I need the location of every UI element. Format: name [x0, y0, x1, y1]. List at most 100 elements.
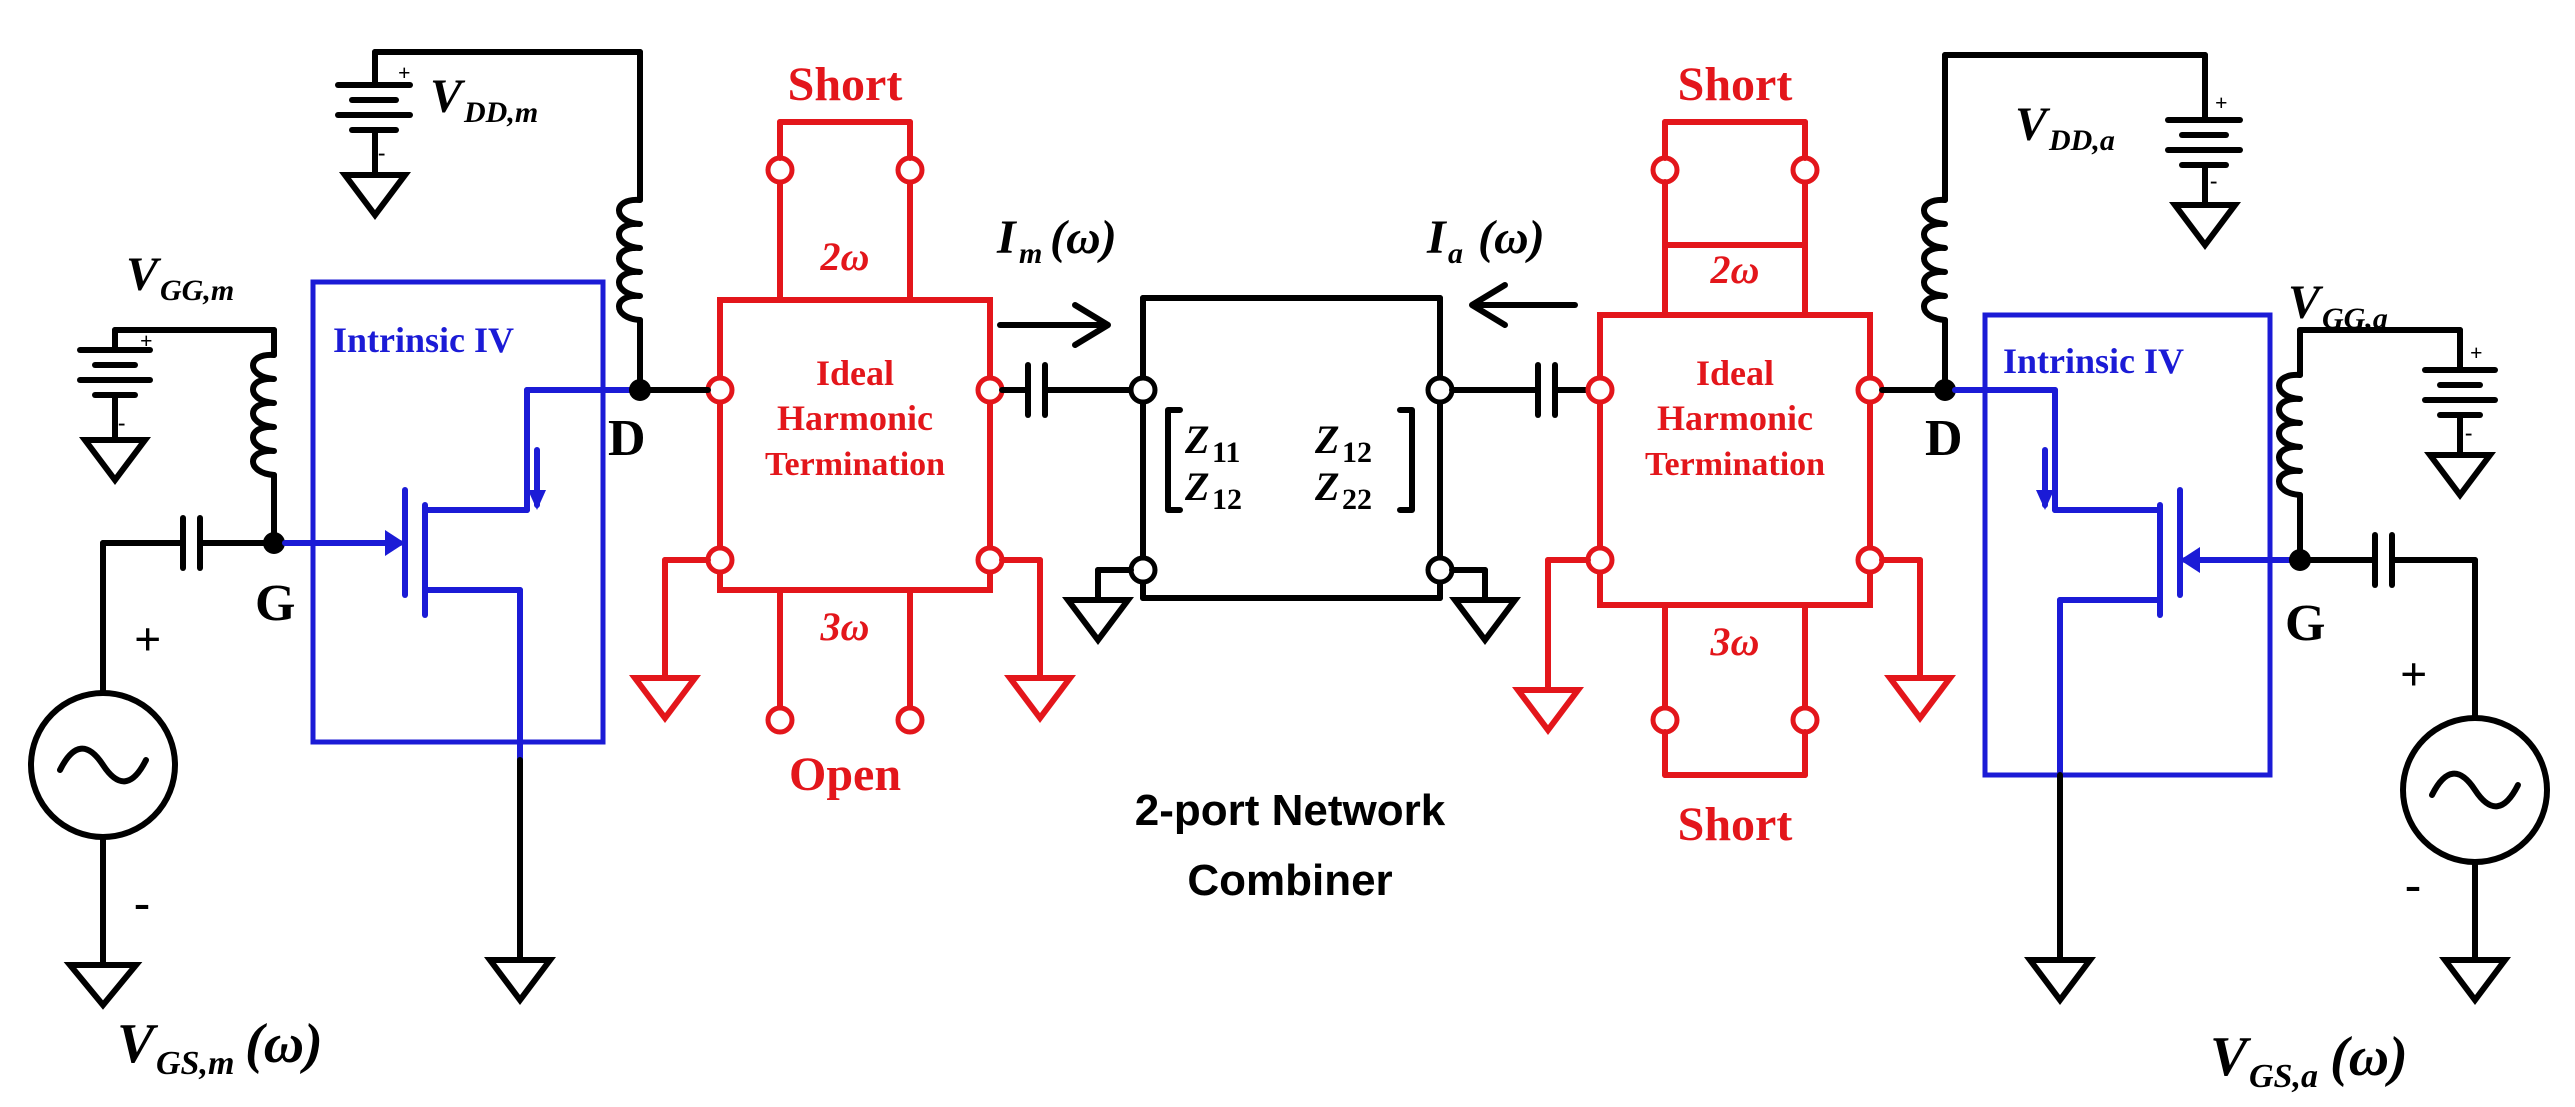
svg-text:3ω: 3ω — [1710, 619, 1760, 664]
svg-text:Harmonic: Harmonic — [1657, 398, 1813, 438]
svg-text:GG,m: GG,m — [160, 274, 234, 307]
ground-icon — [1449, 597, 1521, 645]
svg-text:GS,a: GS,a — [2249, 1058, 2318, 1095]
ground-icon — [63, 952, 143, 1010]
vgg-aux-label: V GG,a — [2288, 276, 2388, 335]
svg-text:Z: Z — [1184, 417, 1209, 462]
svg-text:V: V — [430, 70, 466, 123]
svg-text:2ω: 2ω — [1710, 247, 1760, 292]
svg-text:I: I — [1426, 211, 1448, 264]
intrinsic-iv-label: Intrinsic IV — [333, 320, 514, 360]
gate-inductor — [250, 351, 277, 478]
aux-gate-source: + - — [2400, 557, 2550, 1005]
two-port-network: Z 11 Z 12 Z 12 Z 22 2-port Network Combi… — [1062, 295, 1521, 905]
svg-text:GG,a: GG,a — [2322, 302, 2388, 335]
svg-text:-: - — [118, 410, 125, 435]
minus-sign: - — [2405, 858, 2421, 911]
aux-amplifier: I a (ω) Ideal Harmonic Termination 2ω — [1426, 52, 2550, 1095]
svg-text:(ω): (ω) — [1478, 211, 1545, 264]
svg-text:11: 11 — [1212, 436, 1240, 469]
intrinsic-iv-label: Intrinsic IV — [2003, 341, 2184, 381]
svg-text:Ideal: Ideal — [816, 353, 894, 393]
dc-block-capacitor — [180, 515, 203, 571]
gate-inductor — [2276, 371, 2303, 498]
svg-text:22: 22 — [1342, 483, 1372, 516]
svg-text:(ω): (ω) — [1050, 211, 1117, 264]
main-harmonic-termination: Ideal Harmonic Termination 2ω Short 3ω O… — [629, 58, 1076, 801]
z-matrix: Z 11 Z 12 Z 12 Z 22 — [1165, 407, 1415, 516]
fet-transistor-icon — [282, 387, 643, 763]
sine-wave-icon — [57, 745, 149, 785]
svg-text:I: I — [996, 211, 1018, 264]
open-label: Open — [789, 748, 901, 801]
vgs-aux-label: V GS,a (ω) — [2210, 1026, 2408, 1095]
vgs-main-label: V GS,m (ω) — [117, 1013, 323, 1082]
svg-text:DD,m: DD,m — [463, 96, 538, 129]
plus-sign: + — [134, 613, 161, 666]
short-label: Short — [1678, 58, 1793, 111]
svg-text:-: - — [378, 140, 385, 165]
ground-icon — [2024, 957, 2096, 1005]
drain-battery-icon: + - — [2165, 90, 2243, 193]
ground-icon — [79, 437, 151, 485]
drain-inductor — [616, 196, 643, 323]
svg-text:(ω): (ω) — [245, 1013, 323, 1075]
main-current-arrow — [997, 302, 1111, 348]
main-amplifier: + - G + - — [28, 49, 1133, 1082]
svg-text:Ideal: Ideal — [1696, 353, 1774, 393]
svg-text:Z: Z — [1314, 417, 1339, 462]
intrinsic-iv-box — [1982, 312, 2273, 778]
short-label-bottom: Short — [1678, 798, 1793, 851]
svg-text:a: a — [1448, 237, 1463, 270]
ground-icon — [339, 172, 411, 220]
svg-text:DD,a: DD,a — [2048, 124, 2115, 157]
gate-battery-icon: + - — [2422, 340, 2498, 445]
ground-icon — [2439, 957, 2511, 1005]
vgg-main-label: V GG,m — [126, 248, 234, 307]
svg-text:V: V — [2210, 1026, 2252, 1088]
short-label: Short — [788, 58, 903, 111]
drain-label: D — [1925, 410, 1963, 467]
svg-text:(ω): (ω) — [2330, 1026, 2408, 1088]
ground-icon — [1062, 597, 1134, 645]
svg-text:m: m — [1019, 237, 1042, 270]
minus-sign: - — [134, 876, 150, 929]
svg-text:12: 12 — [1342, 436, 1372, 469]
network-caption: 2-port Network — [1135, 786, 1446, 835]
vdd-aux-label: V DD,a — [2015, 98, 2115, 157]
im-label: I m (ω) — [996, 211, 1117, 270]
svg-text:V: V — [2288, 276, 2324, 329]
gate-label: G — [255, 575, 295, 632]
ia-label: I a (ω) — [1426, 211, 1545, 270]
svg-text:V: V — [2015, 98, 2051, 151]
svg-text:V: V — [117, 1013, 159, 1075]
ground-icon — [2169, 202, 2241, 250]
svg-text:2ω: 2ω — [820, 234, 870, 279]
aux-current-arrow — [1469, 282, 1578, 328]
network-caption-2: Combiner — [1187, 856, 1392, 905]
svg-text:V: V — [126, 248, 162, 301]
aux-harmonic-termination: Ideal Harmonic Termination 2ω Short 3ω — [1512, 58, 1956, 851]
svg-text:Termination: Termination — [765, 446, 945, 483]
svg-text:Termination: Termination — [1645, 446, 1825, 483]
main-gate-source: + - — [28, 540, 178, 1010]
svg-text:3ω: 3ω — [820, 604, 870, 649]
gate-label: G — [2285, 595, 2325, 652]
drain-label: D — [608, 410, 646, 467]
svg-text:GS,m: GS,m — [156, 1045, 234, 1082]
svg-text:+: + — [398, 60, 411, 85]
svg-text:12: 12 — [1212, 483, 1242, 516]
svg-text:Harmonic: Harmonic — [777, 398, 933, 438]
svg-text:+: + — [2215, 90, 2228, 115]
plus-sign: + — [2400, 648, 2427, 701]
svg-text:+: + — [140, 328, 153, 353]
svg-text:-: - — [2210, 168, 2217, 193]
sine-wave-icon — [2429, 770, 2521, 810]
ground-icon — [2424, 452, 2496, 500]
svg-text:Z: Z — [1314, 464, 1339, 509]
ground-icon — [484, 957, 556, 1005]
vdd-main-label: V DD,m — [430, 70, 538, 129]
svg-text:+: + — [2470, 340, 2483, 365]
